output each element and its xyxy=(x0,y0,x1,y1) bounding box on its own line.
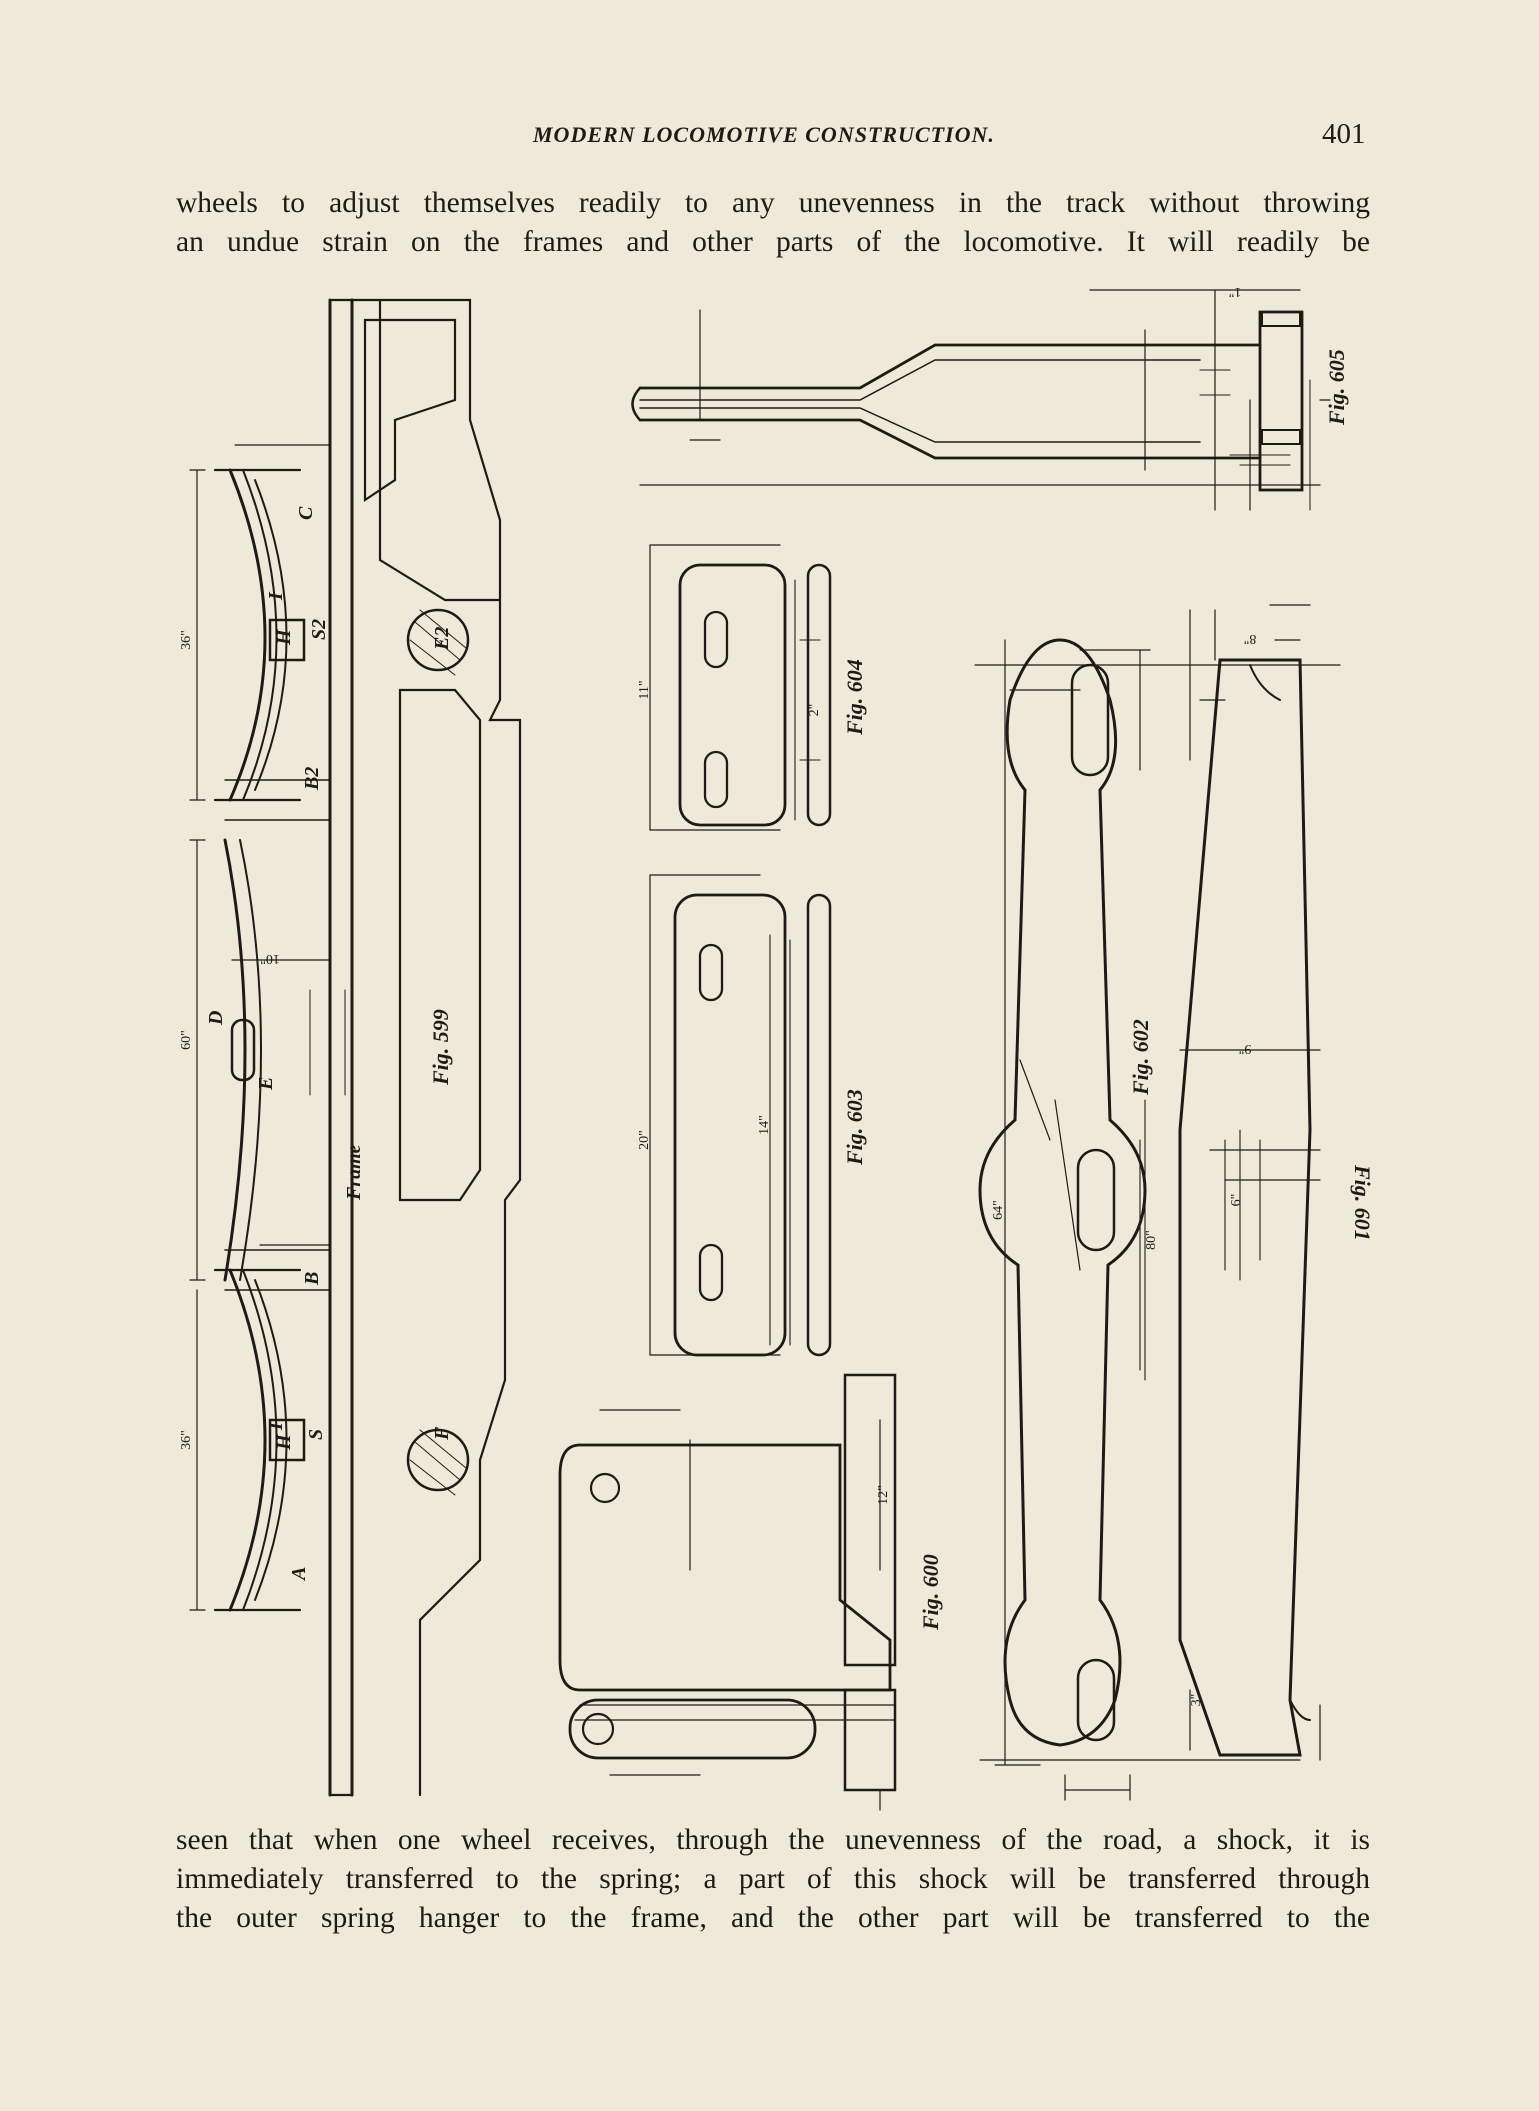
letter-A: A xyxy=(288,1567,310,1582)
text-line: an undue strain on the frames and other … xyxy=(176,226,1370,258)
text-line: seen that when one wheel receives, throu… xyxy=(176,1824,1370,1856)
fig600-drawing xyxy=(558,1373,897,1811)
paragraph-bottom: seen that when one wheel receives, throu… xyxy=(176,1821,1370,1938)
letter-H-bottom: H xyxy=(273,1433,295,1451)
letter-E: E xyxy=(255,1077,277,1091)
fig599-label: Fig. 599 xyxy=(428,1009,453,1086)
text-line: wheels to adjust themselves readily to a… xyxy=(176,187,1370,219)
frame-label: Frame xyxy=(343,1144,365,1201)
dim-1: 1" xyxy=(1229,284,1242,299)
dim-36-bottom: 36" xyxy=(179,1430,194,1450)
fig602-label: Fig. 602 xyxy=(1128,1019,1153,1096)
letter-B2: B2 xyxy=(301,767,323,791)
dim-64: 64" xyxy=(991,1200,1006,1220)
dim-14: 14" xyxy=(757,1115,772,1135)
page-number: 401 xyxy=(1322,118,1366,150)
letter-E2: E2 xyxy=(431,627,453,651)
fig605-drawing xyxy=(631,289,1331,511)
dim-11: 11" xyxy=(637,680,652,699)
dim-36-top: 36" xyxy=(179,630,194,650)
letter-H-top: H xyxy=(273,628,295,646)
dim-10: 10" xyxy=(260,951,280,966)
fig604-label: Fig. 604 xyxy=(842,659,867,736)
fig601-drawing xyxy=(974,604,1341,1761)
dim-20: 20" xyxy=(637,1130,652,1150)
dim-80: 80" xyxy=(1144,1230,1159,1250)
fig605-label: Fig. 605 xyxy=(1324,349,1349,426)
fig600-label: Fig. 600 xyxy=(918,1554,943,1631)
fig603-drawing xyxy=(649,874,832,1357)
fig601-label: Fig. 601 xyxy=(1350,1164,1375,1241)
fig599-drawing xyxy=(189,298,522,1797)
letter-I-top: I xyxy=(265,591,287,601)
fig604-drawing xyxy=(649,544,832,831)
dim-6: 6" xyxy=(1229,1194,1244,1207)
letter-S2: S2 xyxy=(308,619,330,640)
dim-60: 60" xyxy=(179,1030,194,1050)
part-letters: C H I S2 E2 B2 D E B I H S F A Frame xyxy=(205,506,453,1582)
dim-8: 8" xyxy=(1244,631,1257,646)
letter-C: C xyxy=(295,506,317,520)
text-line: the outer spring hanger to the frame, an… xyxy=(176,1902,1370,1934)
paragraph-top: wheels to adjust themselves readily to a… xyxy=(176,184,1370,262)
letter-D: D xyxy=(205,1011,227,1026)
dim-12: 12" xyxy=(876,1485,891,1505)
figure-labels: Fig. 599 Fig. 600 Fig. 601 Fig. 602 Fig.… xyxy=(428,349,1375,1631)
dim-2: 2" xyxy=(807,704,822,717)
text-line: immediately transferred to the spring; a… xyxy=(176,1863,1370,1895)
letter-S: S xyxy=(305,1429,327,1440)
dim-3: 3" xyxy=(1189,1694,1204,1707)
letter-F: F xyxy=(431,1426,453,1441)
dim-9: 9" xyxy=(1239,1041,1252,1056)
fig603-label: Fig. 603 xyxy=(842,1089,867,1166)
dimension-labels: 36" 36" 60" 10" 12" 20" 64" 80" 11" 14" … xyxy=(179,284,1256,1706)
running-title: MODERN LOCOMOTIVE CONSTRUCTION. xyxy=(533,122,995,147)
letter-B: B xyxy=(301,1272,323,1286)
letter-I-bottom: I xyxy=(265,1421,287,1431)
